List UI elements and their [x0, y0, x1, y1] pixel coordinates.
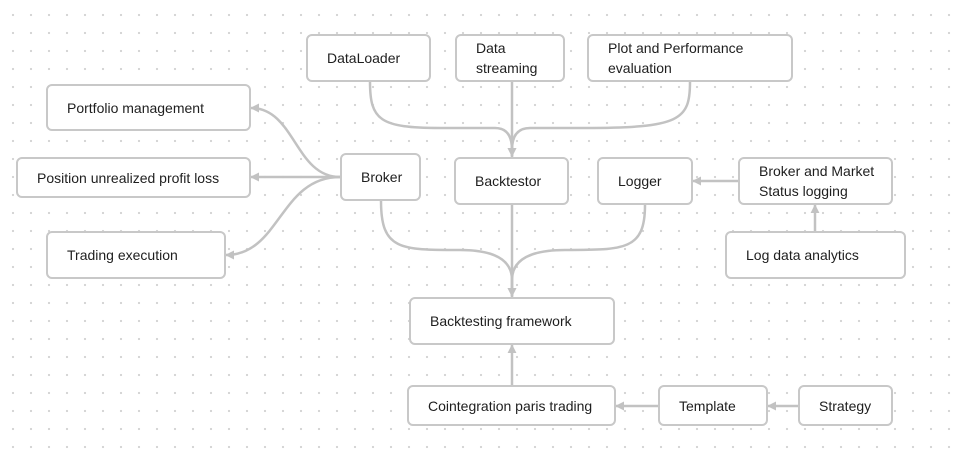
node-strategy[interactable]: Strategy [798, 385, 893, 426]
node-broker[interactable]: Broker [340, 153, 421, 201]
node-logger[interactable]: Logger [597, 157, 693, 205]
node-label: Data streaming [476, 40, 538, 76]
node-trading-execution[interactable]: Trading execution [46, 231, 226, 279]
node-label: Backtesting framework [430, 313, 572, 329]
node-label: Trading execution [67, 247, 178, 263]
edge-broker-to-framework [379, 199, 517, 298]
node-log-data-analytics[interactable]: Log data analytics [725, 231, 906, 279]
node-broker-and-market-status-logging[interactable]: Broker and Market Status logging [738, 157, 893, 205]
node-label: Strategy [819, 397, 872, 414]
node-cointegration-paris-trading[interactable]: Cointegration paris trading [407, 385, 616, 426]
node-plot-and-performance-evaluation[interactable]: Plot and Performance evaluation [587, 34, 793, 82]
node-label: Backtestor [475, 173, 542, 189]
node-label: Plot and Performance evaluation [608, 40, 744, 76]
edge-broker-to-trading [224, 175, 342, 260]
node-label: Cointegration paris trading [428, 397, 593, 414]
edge-plotperf-to-backtestor [507, 80, 692, 158]
node-backtesting-framework[interactable]: Backtesting framework [409, 297, 615, 345]
node-position-unrealized-profit-loss[interactable]: Position unrealized profit loss [16, 157, 251, 198]
node-label: Position unrealized profit loss [37, 169, 220, 186]
node-label: Broker and Market Status logging [759, 163, 875, 199]
edge-logger-to-framework [507, 203, 647, 298]
node-portfolio-management[interactable]: Portfolio management [46, 84, 251, 131]
node-backtestor[interactable]: Backtestor [454, 157, 569, 205]
node-template[interactable]: Template [658, 385, 768, 426]
node-data-streaming[interactable]: Data streaming [455, 34, 565, 82]
node-label: Log data analytics [746, 247, 859, 263]
node-label: Template [679, 397, 736, 414]
edge-broker-to-portfolio [249, 103, 342, 179]
edge-dataloader-to-backtestor [368, 80, 517, 158]
node-dataloader[interactable]: DataLoader [306, 34, 431, 82]
node-label: Logger [618, 173, 662, 189]
node-label: Broker [361, 169, 403, 185]
node-label: Portfolio management [67, 99, 204, 116]
node-label: DataLoader [327, 50, 401, 66]
